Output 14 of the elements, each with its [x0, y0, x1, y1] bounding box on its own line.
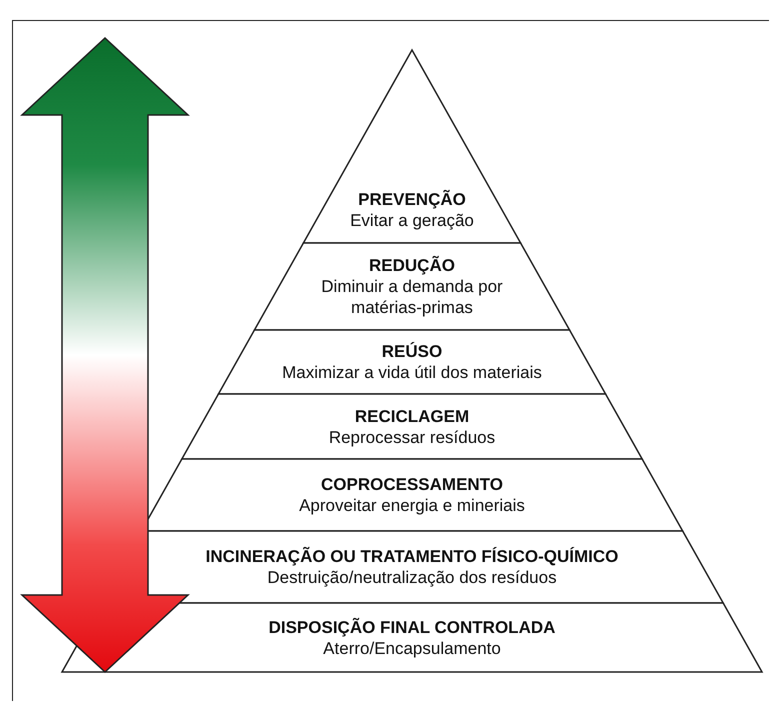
tier-description: Maximizar a vida útil dos materiais — [282, 362, 542, 383]
tier-description: Aterro/Encapsulamento — [323, 638, 501, 658]
tier-description: Destruição/neutralização dos resíduos — [267, 567, 557, 588]
tier-heading: PREVENÇÃO — [358, 189, 466, 210]
tier-description: Aproveitar energia e mineriais — [299, 495, 525, 516]
tier-heading: DISPOSIÇÃO FINAL CONTROLADA — [268, 616, 556, 638]
tier-heading: REDUÇÃO — [369, 255, 455, 276]
tier-description: Diminuir a demanda por matérias-primas — [320, 276, 504, 318]
tier-heading: INCINERAÇÃO OU TRATAMENTO FÍSICO-QUÍMICO — [206, 546, 618, 567]
tier-description: Evitar a geração — [350, 210, 474, 231]
tier-heading: REÚSO — [382, 341, 442, 362]
tier-heading: RECICLAGEM — [354, 406, 470, 426]
tier-description: Reprocessar resíduos — [328, 426, 496, 448]
tier-heading: COPROCESSAMENTO — [321, 474, 503, 495]
